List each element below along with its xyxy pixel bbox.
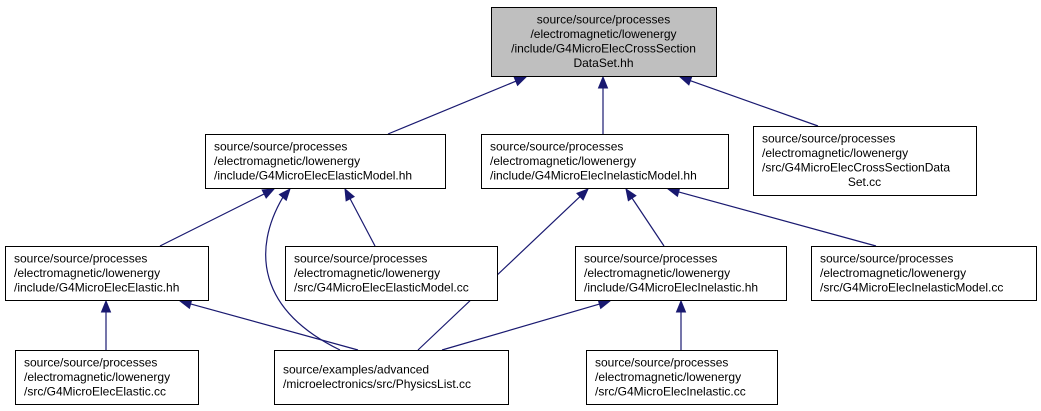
node-elastic-model-hh[interactable]: source/source/processes/electromagnetic/… (205, 134, 446, 189)
edge-line (690, 80, 819, 127)
node-label-line: source/source/processes (214, 139, 347, 153)
edge-line (417, 196, 581, 351)
node-label-line: /src/G4MicroElecElasticModel.cc (294, 280, 469, 294)
edge-line (441, 303, 600, 351)
edge-line (349, 198, 376, 247)
edge-inelastic_model_cc-to-inelastic_model_hh (666, 186, 877, 247)
node-label-line: source/source/processes (490, 139, 623, 153)
node-label-line: /src/G4MicroElecInelasticModel.cc (820, 280, 1003, 294)
node-label-line: /electromagnetic/lowenergy (820, 266, 966, 280)
edge-inelastic_hh-to-inelastic_model_hh (625, 187, 665, 247)
node-label-line: /electromagnetic/lowenergy (24, 370, 170, 384)
node-label-line: /electromagnetic/lowenergy (490, 154, 636, 168)
node-label-line: /electromagnetic/lowenergy (762, 146, 908, 160)
node-label-line: source/source/processes (820, 251, 953, 265)
edge-line (387, 80, 517, 135)
arrowhead (278, 187, 291, 202)
edge-elastic_model_hh-to-root (387, 76, 528, 135)
node-inelastic-hh[interactable]: source/source/processes/electromagnetic/… (575, 246, 787, 301)
node-label-line: Set.cc (848, 175, 881, 189)
graph-nodes: source/source/processes/electromagnetic/… (5, 7, 1037, 405)
node-box (811, 246, 1037, 301)
edge-physics_list_cc-to-elastic_model_hh (265, 187, 341, 351)
node-inelastic-cc[interactable]: source/source/processes/electromagnetic/… (586, 350, 778, 405)
node-label-line: /include/G4MicroElecElastic.hh (14, 280, 179, 294)
arrowhead (597, 299, 612, 310)
node-label-line: /electromagnetic/lowenergy (14, 266, 160, 280)
node-label-line: /include/G4MicroElecCrossSection (511, 42, 696, 56)
arrowhead (513, 76, 528, 87)
node-elastic-cc[interactable]: source/source/processes/electromagnetic/… (15, 350, 199, 405)
arrowhead (261, 188, 276, 199)
node-label-line: source/source/processes (762, 132, 895, 146)
edge-physics_list_cc-to-inelastic_hh (441, 299, 612, 351)
node-label-line: source/source/processes (14, 251, 147, 265)
node-box (575, 246, 787, 301)
node-box (491, 7, 717, 77)
node-label-line: source/source/processes (294, 251, 427, 265)
node-label-line: /include/G4MicroElecElasticModel.hh (214, 168, 412, 182)
node-box (274, 350, 509, 405)
arrowhead (678, 75, 693, 86)
arrowhead (675, 299, 687, 313)
arrowhead (597, 75, 609, 89)
node-box (586, 350, 778, 405)
node-label-line: /include/G4MicroElecInelasticModel.hh (490, 168, 697, 182)
node-label-line: /src/G4MicroElecInelastic.cc (595, 384, 746, 398)
node-elastic-model-cc[interactable]: source/source/processes/electromagnetic/… (285, 246, 498, 301)
node-elastic-hh[interactable]: source/source/processes/electromagnetic/… (5, 246, 209, 301)
edge-elastic_model_cc-to-elastic_model_hh (344, 187, 376, 247)
graph-edges (100, 75, 877, 351)
edge-physics_list_cc-to-inelastic_model_hh (417, 188, 589, 351)
node-box (5, 246, 209, 301)
node-root: source/source/processes/electromagnetic/… (491, 7, 717, 77)
node-label-line: /electromagnetic/lowenergy (584, 266, 730, 280)
edge-inelastic_cc-to-inelastic_hh (675, 299, 687, 350)
edge-inelastic_model_hh-to-root (597, 75, 609, 134)
edge-line (159, 193, 265, 247)
node-label-line: /electromagnetic/lowenergy (294, 266, 440, 280)
node-box (753, 126, 977, 196)
arrowhead (576, 188, 589, 201)
edge-line (631, 197, 665, 247)
arrowhead (625, 187, 637, 202)
node-box (285, 246, 498, 301)
node-label-line: source/examples/advanced (283, 363, 429, 377)
node-label-line: /electromagnetic/lowenergy (530, 27, 676, 41)
node-inelastic-model-cc[interactable]: source/source/processes/electromagnetic/… (811, 246, 1037, 301)
node-label-line: /electromagnetic/lowenergy (595, 370, 741, 384)
arrowhead (100, 299, 112, 313)
node-label-line: /electromagnetic/lowenergy (214, 154, 360, 168)
node-inelastic-model-hh[interactable]: source/source/processes/electromagnetic/… (481, 134, 729, 189)
node-label-line: /microelectronics/src/PhysicsList.cc (283, 377, 471, 391)
node-label-line: /src/G4MicroElecElastic.cc (24, 384, 166, 398)
node-box (481, 134, 729, 189)
node-box (15, 350, 199, 405)
edge-line (678, 191, 877, 247)
edge-elastic_cc-to-elastic_hh (100, 299, 112, 350)
node-label-line: source/source/processes (537, 13, 670, 27)
node-box (205, 134, 446, 189)
edge-elastic_hh-to-elastic_model_hh (159, 188, 276, 247)
node-label-line: /include/G4MicroElecInelastic.hh (584, 280, 758, 294)
node-label-line: source/source/processes (595, 355, 728, 369)
edge-cross_section_cc-to-root (678, 75, 819, 127)
edge-physics_list_cc-to-elastic_hh (178, 298, 359, 351)
arrowhead (344, 187, 355, 202)
edge-line (190, 303, 359, 351)
node-label-line: /src/G4MicroElecCrossSectionData (762, 161, 950, 175)
edge-line (265, 197, 341, 351)
node-label-line: source/source/processes (24, 355, 157, 369)
node-label-line: DataSet.hh (573, 56, 633, 70)
node-cross-section-cc[interactable]: source/source/processes/electromagnetic/… (753, 126, 977, 196)
node-physics-list-cc[interactable]: source/examples/advanced/microelectronic… (274, 350, 509, 405)
node-label-line: source/source/processes (584, 251, 717, 265)
